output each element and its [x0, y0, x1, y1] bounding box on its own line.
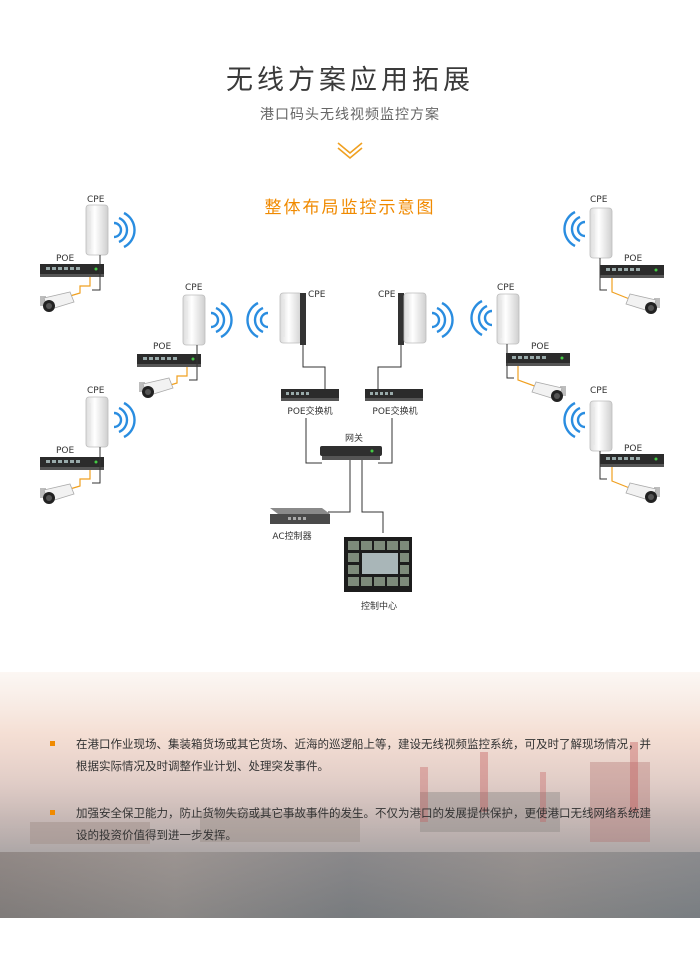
site-right-mid	[470, 293, 570, 403]
poe-label: POE	[56, 446, 75, 456]
cpe-label: CPE	[378, 290, 396, 300]
cpe-label: CPE	[87, 386, 105, 396]
ac-controller-device	[270, 508, 330, 524]
poe-switch-right	[365, 389, 423, 401]
cpe-label: CPE	[308, 290, 326, 300]
site-right-bottom	[563, 400, 664, 504]
poe-label: POE	[624, 444, 643, 454]
poe-switch-label: POE交换机	[372, 407, 418, 417]
poe-label: POE	[153, 342, 172, 352]
list-item: 在港口作业现场、集装箱货场或其它货场、近海的巡逻船上等，建设无线视频监控系统，可…	[50, 733, 660, 777]
cpe-label: CPE	[185, 283, 203, 293]
page-subtitle: 港口码头无线视频监控方案	[260, 107, 440, 123]
port-background-image	[0, 672, 700, 918]
poe-label: POE	[56, 254, 75, 264]
network-diagram	[39, 204, 664, 592]
poe-switch-left	[281, 389, 339, 401]
chevron-down-icon	[337, 142, 363, 160]
control-center-videowall	[344, 537, 412, 592]
poe-switch-label: POE交换机	[287, 407, 333, 417]
site-right-top	[563, 207, 664, 315]
bullet-square-icon	[50, 810, 55, 815]
central-cpe-left	[246, 292, 306, 345]
site-left-top	[39, 204, 136, 313]
bullet-text: 加强安全保卫能力，防止货物失窃或其它事故事件的发生。不仅为港口的发展提供保护，更…	[76, 806, 651, 842]
page-title: 无线方案应用拓展	[226, 65, 474, 96]
poe-label: POE	[531, 342, 550, 352]
site-left-mid	[137, 294, 233, 399]
ac-controller-label: AC控制器	[272, 532, 312, 542]
bullet-list: 在港口作业现场、集装箱货场或其它货场、近海的巡逻船上等，建设无线视频监控系统，可…	[50, 733, 660, 871]
cpe-label: CPE	[87, 195, 105, 205]
list-item: 加强安全保卫能力，防止货物失窃或其它事故事件的发生。不仅为港口的发展提供保护，更…	[50, 802, 660, 846]
cpe-label: CPE	[590, 386, 608, 396]
poe-label: POE	[624, 254, 643, 264]
central-cpe-right	[398, 292, 454, 345]
cpe-label: CPE	[497, 283, 515, 293]
site-left-bottom	[39, 396, 136, 505]
cpe-label: CPE	[590, 195, 608, 205]
bullet-square-icon	[50, 741, 55, 746]
bullet-text: 在港口作业现场、集装箱货场或其它货场、近海的巡逻船上等，建设无线视频监控系统，可…	[76, 737, 651, 773]
diagram-title: 整体布局监控示意图	[264, 198, 436, 218]
gateway-label: 网关	[344, 434, 364, 444]
gateway-device	[320, 446, 382, 460]
control-center-label: 控制中心	[360, 602, 398, 612]
